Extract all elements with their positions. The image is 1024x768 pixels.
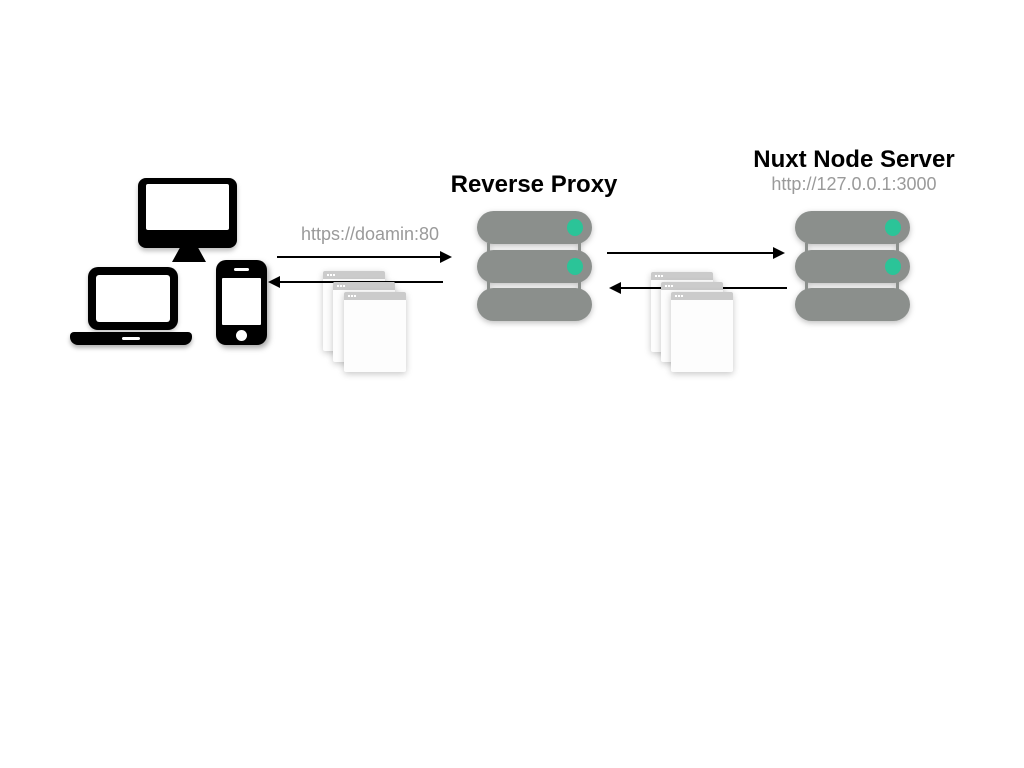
reverse-proxy-title: Reverse Proxy: [450, 171, 618, 198]
desktop-screen: [146, 184, 229, 230]
server-post: [578, 281, 581, 290]
status-light-icon: [885, 219, 901, 236]
server-bar: [795, 288, 910, 321]
browser-window-icon: [671, 292, 733, 372]
browser-dots-icon: [675, 295, 677, 297]
server-post: [805, 243, 808, 252]
server-post: [896, 281, 899, 290]
browser-titlebar: [344, 292, 406, 300]
desktop-stand: [172, 246, 206, 262]
browser-dots-icon: [337, 285, 339, 287]
server-post: [805, 281, 808, 290]
browser-titlebar: [333, 282, 395, 290]
browser-titlebar: [323, 271, 385, 279]
smartphone-home-button: [236, 330, 247, 341]
browser-dots-icon: [348, 295, 350, 297]
nuxt-node-server-url-label: http://127.0.0.1:3000: [771, 174, 937, 194]
reverse-proxy-server-icon: [477, 211, 592, 321]
laptop-screen: [96, 275, 170, 322]
browser-window-icon: [344, 292, 406, 372]
browser-dots-icon: [327, 274, 329, 276]
server-post: [487, 243, 490, 252]
smartphone-speaker: [234, 268, 249, 271]
server-post: [578, 243, 581, 252]
server-bar: [477, 288, 592, 321]
arrow-proxy-to-nuxt: [607, 247, 785, 259]
browser-dots-icon: [665, 285, 667, 287]
smartphone-screen: [222, 278, 261, 325]
arrow-clients-to-proxy: [277, 251, 452, 263]
laptop-notch: [122, 337, 140, 340]
browser-titlebar: [651, 272, 713, 280]
nuxt-node-server-title: Nuxt Node Server: [753, 146, 955, 173]
browser-dots-icon: [655, 275, 657, 277]
server-post: [896, 243, 899, 252]
status-light-icon: [567, 219, 583, 236]
browser-titlebar: [671, 292, 733, 300]
client-request-url-label: https://doamin:80: [300, 224, 440, 244]
status-light-icon: [885, 258, 901, 275]
status-light-icon: [567, 258, 583, 275]
browser-titlebar: [661, 282, 723, 290]
nuxt-node-server-icon: [795, 211, 910, 321]
server-post: [487, 281, 490, 290]
